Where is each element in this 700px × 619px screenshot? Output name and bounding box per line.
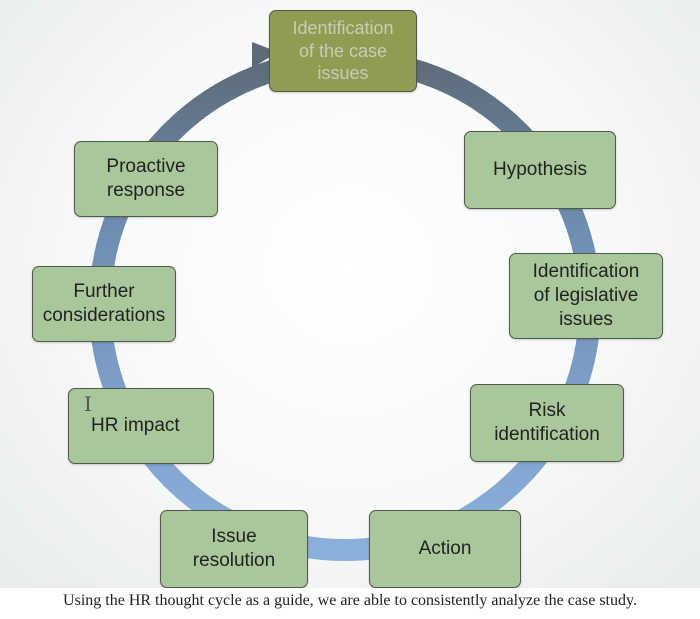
step-identification-case-issues: Identification of the case issues (269, 10, 417, 92)
step-label: Action (418, 538, 472, 560)
step-hr-impact: HR impact (68, 388, 214, 464)
step-label: Further considerations (42, 281, 166, 326)
caption-text: Using the HR thought cycle as a guide, w… (63, 592, 637, 609)
step-label: Identification of the case issues (292, 18, 394, 84)
step-label: Risk identification (494, 400, 600, 445)
step-action: Action (369, 510, 521, 588)
caption-band (0, 588, 700, 619)
text-cursor-icon: I (84, 392, 92, 416)
step-label: Identification of legislative issues (532, 261, 640, 330)
step-label: Issue resolution (192, 526, 276, 571)
step-label: Proactive response (106, 156, 186, 201)
step-label: Hypothesis (493, 159, 587, 181)
cycle-arrowhead (252, 42, 278, 68)
step-legislative-issues: Identification of legislative issues (509, 253, 663, 339)
step-issue-resolution: Issue resolution (160, 510, 308, 588)
step-label: HR impact (91, 415, 180, 437)
step-proactive-response: Proactive response (74, 141, 218, 217)
step-further-considerations: Further considerations (32, 266, 176, 342)
step-hypothesis: Hypothesis (464, 131, 616, 209)
step-risk-identification: Risk identification (470, 384, 624, 462)
